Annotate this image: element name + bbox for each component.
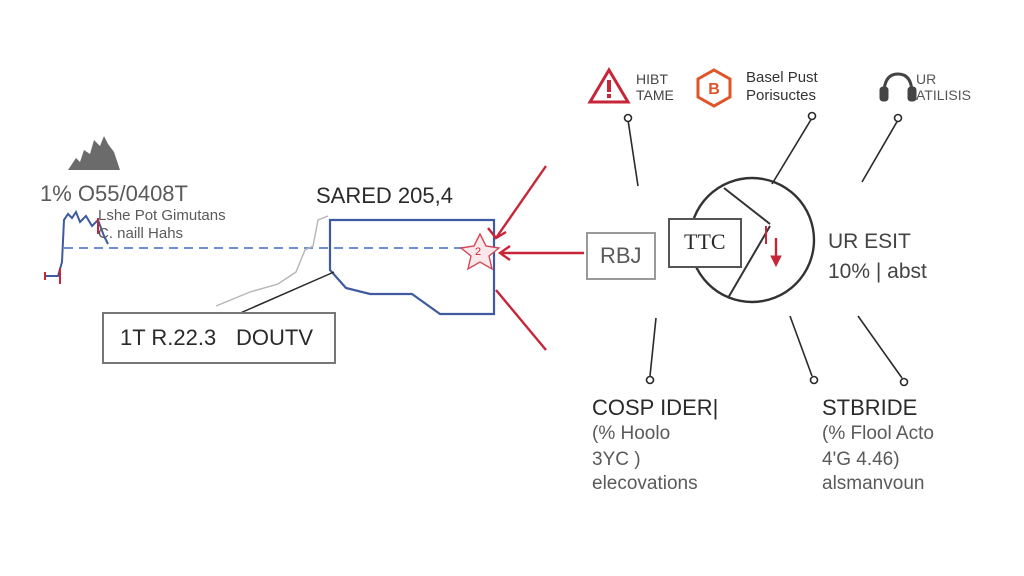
top-item-2-line2: Porisuctes bbox=[746, 87, 817, 104]
left-chart-header: 1% O55/0408T bbox=[40, 181, 188, 206]
bottom-right-line2: 4'G 4.46) bbox=[822, 449, 900, 470]
left-chart-subline-1: Lshe Pot Gimutans bbox=[98, 207, 226, 224]
info-box-left: 1T R.22.3 bbox=[120, 325, 217, 350]
bottom-left-line1: (% Hoolo bbox=[592, 423, 671, 444]
top-item-3-line1: UR bbox=[916, 71, 937, 87]
info-box: 1T R.22.3 DOUTV bbox=[102, 312, 336, 364]
bottom-right-title: STBRIDE bbox=[822, 395, 918, 420]
rbj-box: RBJ bbox=[586, 232, 656, 280]
bottom-left-line2: 3YC ) bbox=[592, 449, 641, 470]
bottom-right-line3: alsmanvoun bbox=[822, 473, 925, 494]
top-item-2-line1: Basel Pust bbox=[746, 69, 818, 86]
left-chart-subline-2: C. naill Hahs bbox=[98, 225, 184, 242]
center-chart-label: SARED 205,4 bbox=[316, 183, 453, 208]
star-marker bbox=[459, 232, 501, 271]
growth-trend-line bbox=[215, 215, 329, 307]
bottom-right-line1: (% Flool Acto bbox=[822, 423, 934, 444]
red-arrows bbox=[487, 165, 584, 351]
svg-text:B: B bbox=[708, 81, 720, 98]
bottom-left-title: COSP IDER| bbox=[592, 395, 719, 420]
top-item-1-line2: TAME bbox=[636, 87, 674, 103]
right-stat-line1: UR ESIT bbox=[828, 230, 911, 253]
right-stat-line2: 10% | abst bbox=[828, 260, 927, 283]
headphones-icon bbox=[879, 72, 917, 102]
warning-icon bbox=[587, 67, 631, 104]
info-box-right: DOUTV bbox=[236, 325, 313, 350]
bottom-left-line3: elecovations bbox=[592, 473, 698, 494]
star-marker-label: 2 bbox=[475, 246, 482, 258]
bitcoin-icon: B bbox=[696, 68, 732, 108]
down-arrow-icon bbox=[770, 238, 782, 268]
city-skyline-icon bbox=[68, 136, 120, 170]
connector-lines bbox=[623, 111, 909, 387]
ttc-label: TTC bbox=[684, 229, 726, 254]
top-item-1-line1: HIBT bbox=[636, 71, 668, 87]
info-connector bbox=[237, 271, 335, 315]
ttc-box: TTC bbox=[668, 218, 742, 268]
top-item-3-line2: ATILISIS bbox=[916, 87, 971, 103]
rbj-label: RBJ bbox=[600, 243, 642, 268]
